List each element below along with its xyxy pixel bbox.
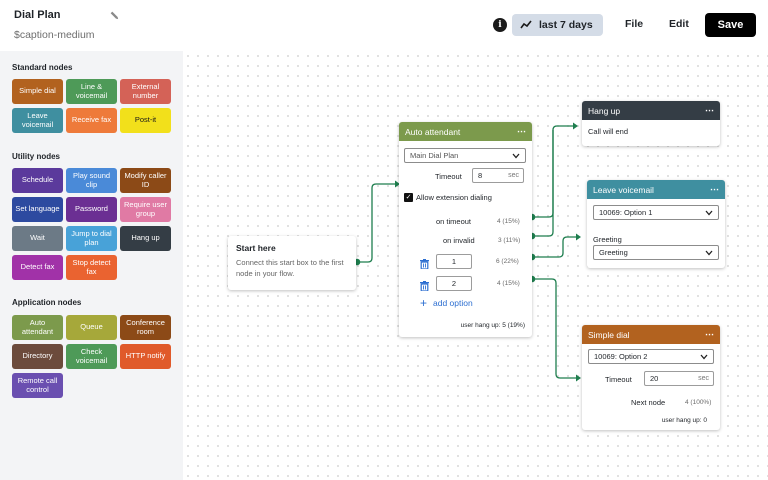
chevron-down-icon xyxy=(512,153,520,158)
timeout-label: Timeout xyxy=(435,172,462,181)
next-node-stat: 4 (100%) xyxy=(685,399,712,406)
info-icon[interactable]: i xyxy=(493,18,507,32)
palette-node-stop-detect-fax[interactable]: Stop detect fax xyxy=(66,255,117,280)
file-menu-button[interactable]: File xyxy=(625,18,644,30)
user-hang-up-stat: user hang up: 5 (19%) xyxy=(460,322,525,329)
utility-nodes-heading: Utility nodes xyxy=(12,152,61,161)
dial-plan-select[interactable]: Main Dial Plan xyxy=(404,148,526,163)
voicemail-box-value: 10069: Option 1 xyxy=(599,208,653,217)
delete-option2-icon[interactable] xyxy=(420,278,429,292)
auto-attendant-title: Auto attendant xyxy=(405,126,461,137)
chevron-down-icon xyxy=(705,250,713,255)
simple-dial-timeout-label: Timeout xyxy=(605,375,632,384)
timeout-unit: sec xyxy=(508,172,519,179)
delete-option1-icon[interactable] xyxy=(420,256,429,270)
greeting-select[interactable]: Greeting xyxy=(593,245,719,260)
palette-node-wait[interactable]: Wait xyxy=(12,226,63,251)
option2-stat: 4 (15%) xyxy=(497,280,520,287)
leave-voicemail-header: Leave voicemail ⋯ xyxy=(587,180,725,199)
trend-chart-icon xyxy=(520,20,532,29)
hang-up-title: Hang up xyxy=(588,105,621,116)
palette-node-queue[interactable]: Queue xyxy=(66,315,117,340)
palette-node-play-sound-clip[interactable]: Play sound clip xyxy=(66,168,117,193)
chevron-down-icon xyxy=(705,210,713,215)
add-option-label: add option xyxy=(433,298,473,308)
simple-dial-timeout-input[interactable]: 20 sec xyxy=(644,371,714,386)
auto-attendant-header: Auto attendant ⋯ xyxy=(399,122,532,141)
option1-digit-input[interactable]: 1 xyxy=(436,254,472,269)
palette-node-set-language[interactable]: Set language xyxy=(12,197,63,222)
palette-node-receive-fax[interactable]: Receive fax xyxy=(66,108,117,133)
more-options-icon[interactable]: ⋯ xyxy=(705,105,714,115)
more-options-icon[interactable]: ⋯ xyxy=(710,184,719,194)
dial-target-value: 10069: Option 2 xyxy=(594,352,648,361)
palette-node-conference-room[interactable]: Conference room xyxy=(120,315,171,340)
application-nodes-heading: Application nodes xyxy=(12,298,82,307)
option1-stat: 6 (22%) xyxy=(496,258,519,265)
greeting-label: Greeting xyxy=(593,235,622,244)
hang-up-header: Hang up ⋯ xyxy=(582,101,720,120)
page-title: Dial Plan xyxy=(14,9,61,21)
on-timeout-label: on timeout xyxy=(436,217,472,226)
start-node-description: Connect this start box to the first node… xyxy=(236,258,344,278)
date-range-label: last 7 days xyxy=(539,19,593,31)
palette-node-modify-caller-id[interactable]: Modify caller ID xyxy=(120,168,171,193)
palette-node-post-it[interactable]: Post-it xyxy=(120,108,171,133)
simple-dial-hang-up-stat: user hang up: 0 xyxy=(661,417,707,424)
edit-title-icon[interactable] xyxy=(109,10,120,24)
palette-node-directory[interactable]: Directory xyxy=(12,344,63,369)
palette-node-leave-voicemail[interactable]: Leave voicemail xyxy=(12,108,63,133)
palette-node-jump-to-dial-plan[interactable]: Jump to dial plan xyxy=(66,226,117,251)
hang-up-description: Call will end xyxy=(588,127,629,136)
simple-dial-header: Simple dial ⋯ xyxy=(582,325,720,344)
timeout-value: 8 xyxy=(478,171,483,180)
palette-node-detect-fax[interactable]: Detect fax xyxy=(12,255,63,280)
add-option-button[interactable]: + add option xyxy=(420,296,473,310)
palette-node-simple-dial[interactable]: Simple dial xyxy=(12,79,63,104)
more-options-icon[interactable]: ⋯ xyxy=(517,126,526,136)
page-caption: $caption-medium xyxy=(14,29,95,41)
palette-node-check-voicemail[interactable]: Check voicemail xyxy=(66,344,117,369)
allow-extension-checkbox[interactable]: ✓ xyxy=(404,193,413,202)
next-node-label: Next node xyxy=(631,398,666,407)
date-range-button[interactable]: last 7 days xyxy=(512,14,603,36)
save-button[interactable]: Save xyxy=(705,13,756,37)
on-invalid-stat: 3 (11%) xyxy=(498,237,521,244)
palette-node-schedule[interactable]: Schedule xyxy=(12,168,63,193)
start-node-card[interactable]: Start here Connect this start box to the… xyxy=(228,236,356,290)
simple-dial-title: Simple dial xyxy=(588,329,630,340)
on-timeout-stat: 4 (15%) xyxy=(497,218,520,225)
palette-node-line-voicemail[interactable]: Line & voicemail xyxy=(66,79,117,104)
more-options-icon[interactable]: ⋯ xyxy=(705,329,714,339)
dial-target-select[interactable]: 10069: Option 2 xyxy=(588,349,714,364)
edit-menu-button[interactable]: Edit xyxy=(669,18,689,30)
chevron-down-icon xyxy=(700,354,708,359)
palette-node-remote-call-control[interactable]: Remote call control xyxy=(12,373,63,398)
simple-dial-timeout-value: 20 xyxy=(650,374,659,383)
timeout-input[interactable]: 8 sec xyxy=(472,168,524,183)
auto-attendant-node-card[interactable]: Auto attendant ⋯ Main Dial Plan Timeout … xyxy=(399,122,532,337)
palette-node-http-notify[interactable]: HTTP notify xyxy=(120,344,171,369)
palette-node-external-number[interactable]: External number xyxy=(120,79,171,104)
greeting-select-value: Greeting xyxy=(599,248,628,257)
simple-dial-node-card[interactable]: Simple dial ⋯ 10069: Option 2 Timeout 20… xyxy=(582,325,720,430)
palette-node-auto-attendant[interactable]: Auto attendant xyxy=(12,315,63,340)
palette-node-hang-up[interactable]: Hang up xyxy=(120,226,171,251)
on-invalid-label: on invalid xyxy=(443,236,475,245)
palette-node-password[interactable]: Password xyxy=(66,197,117,222)
hang-up-node-card[interactable]: Hang up ⋯ Call will end xyxy=(582,101,720,146)
dial-plan-select-value: Main Dial Plan xyxy=(410,151,459,160)
start-node-title: Start here xyxy=(236,243,276,253)
option2-digit-input[interactable]: 2 xyxy=(436,276,472,291)
standard-nodes-heading: Standard nodes xyxy=(12,63,73,72)
simple-dial-timeout-unit: sec xyxy=(698,375,709,382)
plus-icon: + xyxy=(420,296,428,310)
leave-voicemail-node-card[interactable]: Leave voicemail ⋯ 10069: Option 1 Greeti… xyxy=(587,180,725,268)
voicemail-box-select[interactable]: 10069: Option 1 xyxy=(593,205,719,220)
palette-node-require-user-group[interactable]: Require user group xyxy=(120,197,171,222)
leave-voicemail-title: Leave voicemail xyxy=(593,184,654,195)
allow-extension-label: Allow extension dialing xyxy=(416,193,492,202)
